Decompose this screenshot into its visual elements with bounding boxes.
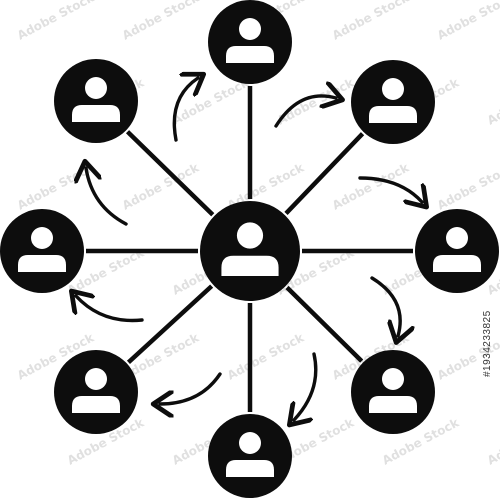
user-icon	[226, 18, 274, 63]
node-circle	[0, 209, 84, 293]
watermark-text: Adobe Stock	[15, 0, 97, 43]
person-body	[221, 255, 279, 276]
outer-user-node	[54, 350, 138, 434]
user-icon	[369, 368, 417, 413]
watermark-text: Adobe Stock	[435, 160, 500, 213]
person-body	[369, 106, 417, 123]
outer-user-node	[208, 0, 292, 84]
user-icon	[72, 77, 120, 122]
watermark-text: Adobe Stock	[225, 330, 307, 383]
curved-arrow-icon	[358, 176, 422, 202]
node-circle	[351, 60, 435, 144]
curved-arrow-icon	[370, 276, 400, 336]
stock-id-text: #1934233825	[482, 310, 493, 377]
person-body	[72, 396, 120, 413]
node-circle	[54, 59, 138, 143]
person-head	[85, 77, 107, 99]
outer-user-node	[54, 59, 138, 143]
user-icon	[369, 78, 417, 123]
node-circle	[200, 201, 300, 301]
person-body	[18, 255, 66, 272]
curved-arrow-icon	[76, 296, 144, 323]
outer-user-node	[351, 60, 435, 144]
curved-arrow-icon	[172, 78, 198, 142]
watermark-text: Adobe Stock	[120, 160, 202, 213]
user-icon	[18, 227, 66, 272]
person-body	[433, 255, 481, 272]
outer-user-node	[351, 350, 435, 434]
node-circle	[415, 209, 499, 293]
person-body	[369, 396, 417, 413]
person-body	[72, 105, 120, 122]
center-user-node	[200, 201, 300, 301]
person-head	[239, 432, 261, 454]
curved-arrow-icon	[86, 168, 128, 226]
person-body	[226, 46, 274, 63]
person-head	[31, 227, 53, 249]
user-icon	[433, 227, 481, 272]
watermark-text: Adobe Stock	[435, 0, 500, 43]
person-head	[382, 78, 404, 100]
user-icon	[226, 432, 274, 477]
node-circle	[208, 0, 292, 84]
outer-user-node	[208, 414, 292, 498]
outer-user-node	[0, 209, 84, 293]
person-head	[446, 227, 468, 249]
node-circle	[54, 350, 138, 434]
node-circle	[208, 414, 292, 498]
spoke-line	[125, 130, 215, 217]
node-circle	[351, 350, 435, 434]
spoke-line	[285, 285, 364, 363]
user-icon	[221, 222, 279, 276]
watermark-text: Adobe Stock	[120, 0, 202, 43]
person-head	[239, 18, 261, 40]
person-head	[382, 368, 404, 390]
outer-user-node	[415, 209, 499, 293]
person-head	[85, 368, 107, 390]
person-head	[236, 222, 264, 249]
watermark-text: Adobe Stock	[330, 0, 412, 43]
watermark-text: Adobe Stock	[170, 75, 252, 128]
spoke-line	[126, 284, 214, 364]
curved-arrow-icon	[294, 352, 318, 420]
watermark-text: Adobe Stock	[485, 75, 500, 128]
curved-arrows	[76, 78, 422, 420]
spoke-line	[284, 132, 365, 216]
curved-arrow-icon	[160, 372, 222, 404]
curved-arrow-icon	[274, 96, 336, 128]
person-body	[226, 460, 274, 477]
spoke-lines	[86, 86, 413, 412]
user-icon	[72, 368, 120, 413]
watermark-text: Adobe Stock	[275, 75, 357, 128]
